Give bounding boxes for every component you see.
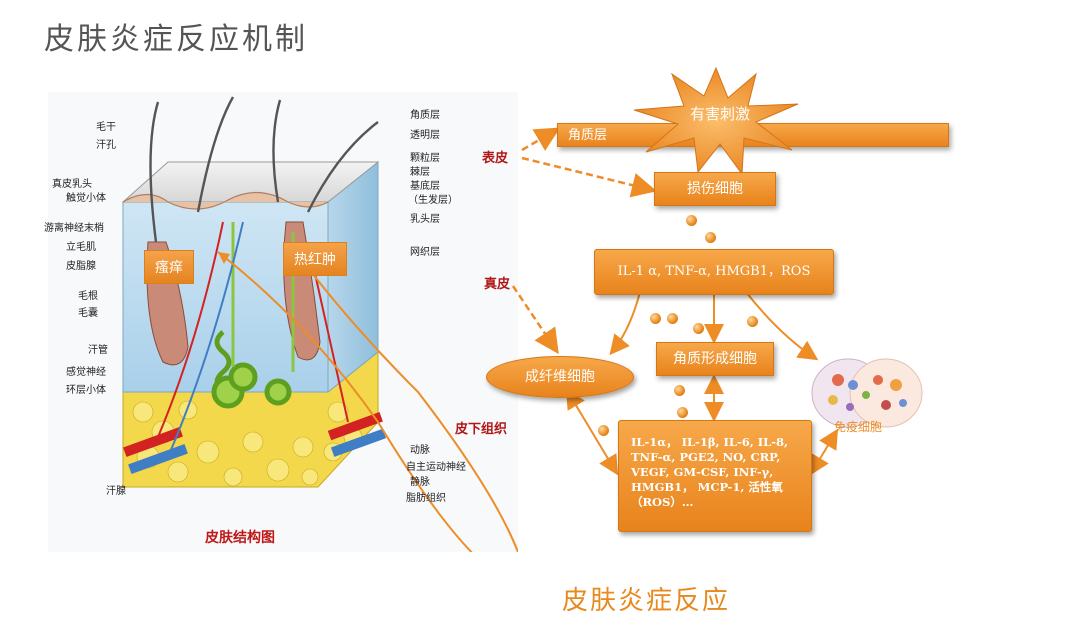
mediator-dot (677, 407, 688, 418)
mediator-dot (693, 323, 704, 334)
mediator-dot (598, 425, 609, 436)
label-sebaceous-gland: 皮脂腺 (66, 261, 96, 272)
label-adipose-tissue: 脂肪组织 (406, 493, 446, 504)
label-tactile-corpuscle: 触觉小体 (66, 193, 106, 204)
mediator-dot (650, 313, 661, 324)
label-sweat-pore: 汗孔 (96, 140, 116, 151)
label-artery: 动脉 (410, 445, 430, 456)
label-arrector-pili: 立毛肌 (66, 242, 96, 253)
label-free-nerve-ending: 游离神经末梢 (44, 223, 104, 234)
label-subcutaneous-tissue: 皮下组织 (455, 422, 508, 437)
label-reticular-layer: 网织层 (410, 247, 440, 258)
tag-redness-swelling: 热红肿 (283, 242, 347, 276)
label-autonomic-nerve: 自主运动神经 (406, 462, 466, 473)
fibroblast-ellipse: 成纤维细胞 (486, 356, 634, 398)
page-title: 皮肤炎症反应机制 (44, 22, 308, 57)
damaged-cells-box: 损伤细胞 (654, 172, 776, 206)
stratum-corneum-label: 角质层 (568, 128, 608, 143)
mediator-dot (667, 313, 678, 324)
skin-inflammation-label: 皮肤炎症反应 (562, 586, 731, 616)
mediators-primary-box: IL-1 α, TNF-α, HMGB1，ROS (594, 249, 834, 295)
mediators-secondary-box: IL-1α， IL-1β, IL-6, IL-8, TNF-α, PGE2, N… (618, 420, 812, 532)
mediator-dot (705, 232, 716, 243)
label-hair-shaft: 毛干 (96, 122, 116, 133)
label-hair-root: 毛根 (78, 291, 98, 302)
mediator-dot (686, 215, 697, 226)
immune-cell-label: 免疫细胞 (834, 420, 883, 434)
label-stratum-basale: 基底层 (410, 181, 440, 192)
mediator-dot (747, 316, 758, 327)
tag-itch: 瘙痒 (144, 250, 194, 284)
label-stratum-granulosum: 颗粒层 (410, 153, 440, 164)
label-stratum-lucidum: 透明层 (410, 130, 440, 141)
stimulus-label: 有害刺激 (690, 105, 751, 123)
label-germinative-layer: （生发层） (408, 195, 458, 206)
label-sweat-duct: 汗管 (88, 345, 108, 356)
label-papillary-layer: 乳头层 (410, 214, 440, 225)
label-hair-follicle: 毛囊 (78, 308, 98, 319)
label-stratum-corneum: 角质层 (410, 110, 440, 121)
skin-diagram-caption: 皮肤结构图 (205, 530, 275, 546)
label-stratum-spinosum: 棘层 (410, 167, 430, 178)
keratinocyte-box: 角质形成细胞 (656, 342, 774, 376)
immune-cell-illustration (811, 358, 923, 428)
label-sensory-nerve: 感觉神经 (66, 367, 106, 378)
harmful-stimulus-burst (633, 66, 799, 176)
mediator-dot (674, 385, 685, 396)
label-pacinian-corpuscle: 环层小体 (66, 385, 106, 396)
skin-structure-illustration (48, 92, 518, 552)
label-dermis: 真皮 (484, 277, 511, 292)
label-vein: 静脉 (410, 477, 430, 488)
label-sweat-gland: 汗腺 (106, 486, 126, 497)
label-dermal-papilla: 真皮乳头 (52, 179, 92, 190)
label-epidermis: 表皮 (482, 151, 509, 166)
